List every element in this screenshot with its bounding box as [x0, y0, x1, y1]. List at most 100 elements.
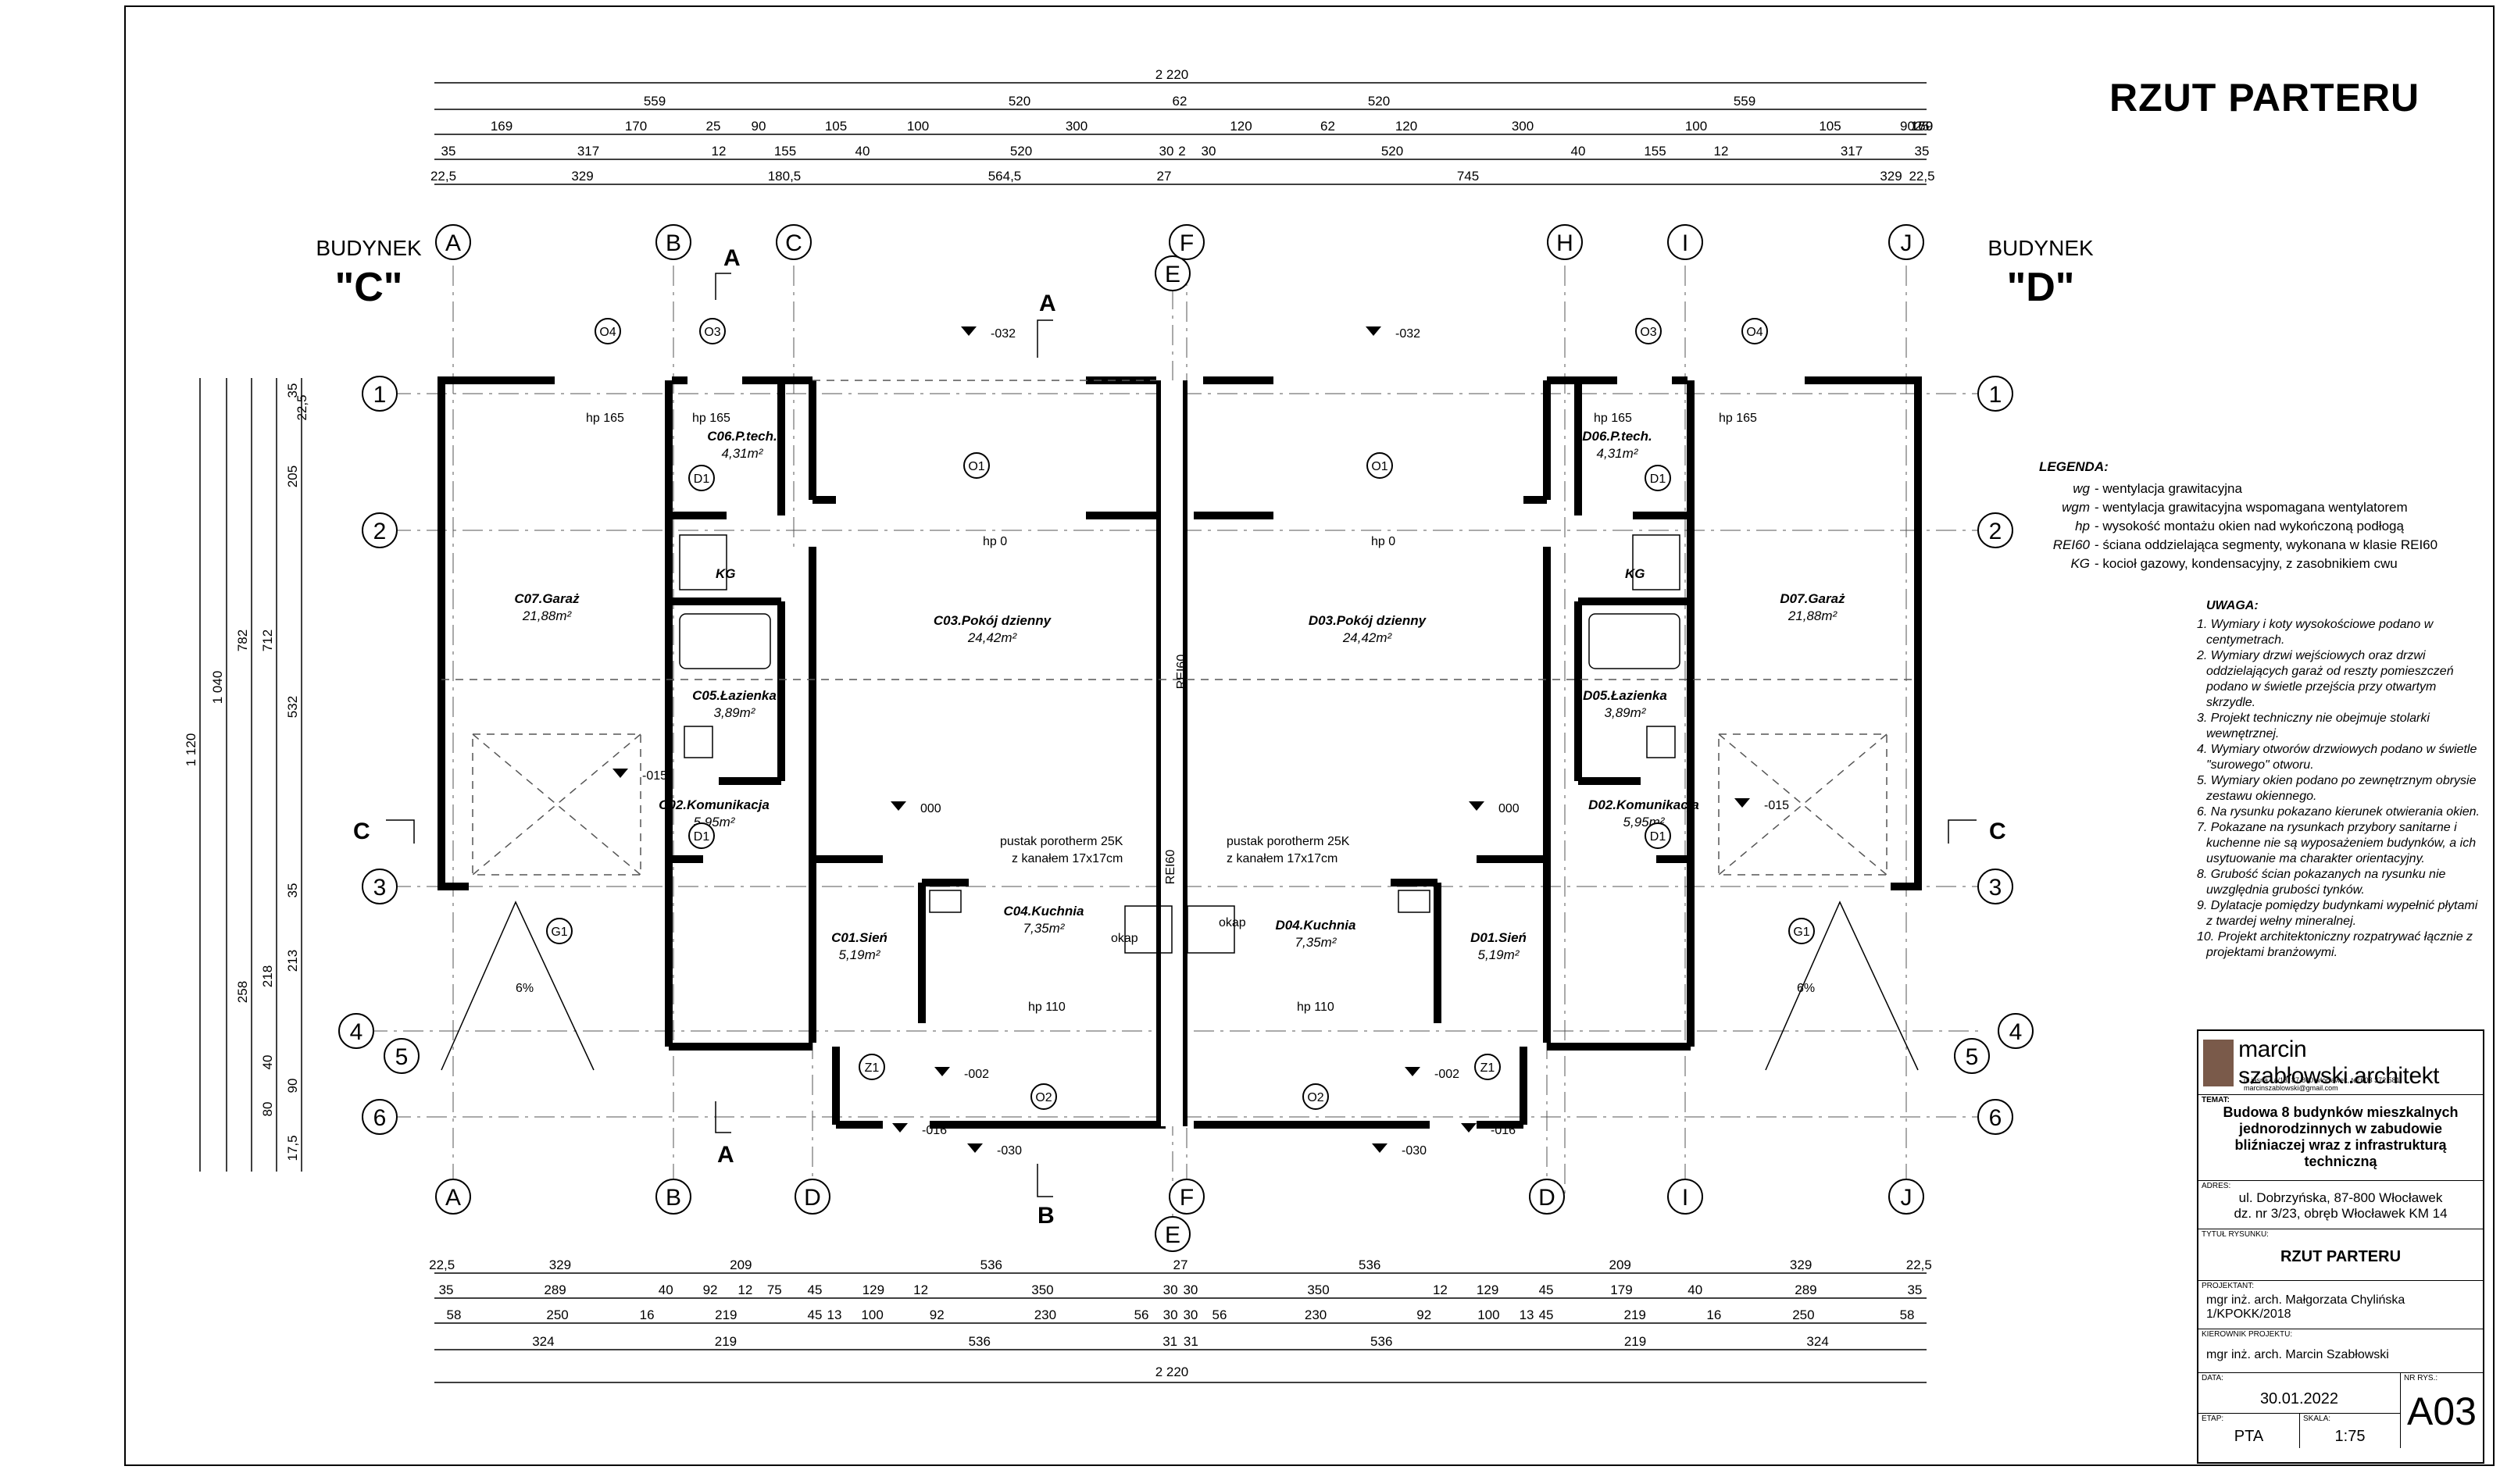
okap-label-c: okap	[1111, 932, 1138, 945]
dashed-outlines	[441, 380, 1919, 1071]
legend: LEGENDA: wg- wentylacja grawitacyjna wgm…	[2000, 459, 2484, 573]
dim-bottom-row2-value: 350	[1307, 1282, 1329, 1297]
dim-left-35: 35	[285, 383, 300, 398]
kierownik-cell: KIEROWNIK PROJEKTU: mgr inż. arch. Marci…	[2198, 1329, 2483, 1373]
tag-o3: O3	[1640, 326, 1656, 339]
hp-0-label-d: hp 0	[1371, 535, 1395, 548]
rysunek-value: RZUT PARTERU	[2280, 1248, 2402, 1265]
dim-bottom-row4-value: 536	[969, 1334, 991, 1349]
axis-bubble	[655, 1179, 691, 1215]
dim-bottom-row2-value: 35	[1907, 1282, 1922, 1297]
dim-top-row4-value: 180,5	[768, 169, 802, 184]
section-c-left: C	[353, 819, 370, 844]
axis-bubble	[1888, 224, 1924, 260]
dim-bottom-row4-value: 219	[1624, 1334, 1646, 1349]
walls-building-d	[1194, 376, 1922, 1129]
level-triangle	[1405, 1067, 1420, 1076]
slope-label-d: 6%	[1797, 982, 1815, 995]
axis-bubble	[435, 224, 471, 260]
axis-label-row: 2	[373, 519, 387, 544]
level-triangle	[612, 769, 628, 778]
axis-bubble	[362, 1099, 398, 1135]
tag-d1: D1	[1650, 473, 1666, 486]
dim-bottom-row1-value: 22,5	[1906, 1257, 1932, 1272]
dim-left-712: 712	[260, 630, 275, 651]
level-triangle	[1366, 326, 1381, 336]
rooms-building-c: C07.Garaż21,88m²C06.P.tech.4,31m²C03.Pok…	[514, 429, 1084, 962]
tag-o4: O4	[599, 326, 616, 339]
legend-key: REI60	[2052, 537, 2090, 552]
dim-left-90: 90	[285, 1079, 300, 1093]
dim-top-row1-value: 559	[644, 94, 666, 109]
dim-bottom-row3-value: 13	[1520, 1307, 1534, 1322]
hp-110-label-c: hp 110	[1028, 1001, 1066, 1014]
dim-top-row2-value: 105	[825, 119, 847, 134]
note-item: 2. Wymiary drzwi wejściowych oraz drzwi …	[2197, 649, 2454, 709]
dim-left-80: 80	[260, 1102, 275, 1117]
hp-165-label-d1: hp 165	[1594, 412, 1632, 425]
axis-label-row: 1	[373, 382, 387, 408]
tag-bubble	[1366, 452, 1393, 479]
dim-top-row3-value: 12	[1714, 144, 1729, 159]
dim-bottom-row1-value: 27	[1173, 1257, 1188, 1272]
room-name: D05.Łazienka	[1583, 688, 1667, 703]
tag-bubble	[1645, 822, 1671, 849]
room-area: 21,88m²	[1788, 608, 1838, 623]
dim-bottom-row4-value: 31	[1184, 1334, 1198, 1349]
dim-bottom-row2-value: 45	[808, 1282, 823, 1297]
data-label: DATA:	[2202, 1374, 2223, 1382]
section-a-top-1: A	[723, 245, 741, 271]
level-value: -016	[922, 1124, 947, 1137]
tag-bubble	[595, 318, 621, 344]
axis-label-top: J	[1901, 230, 1912, 256]
hp-110-label-d: hp 110	[1297, 1001, 1334, 1014]
axis-label-bottom: E	[1165, 1222, 1180, 1248]
dim-bottom-row3-value: 250	[1792, 1307, 1814, 1322]
dim-bottom-row1-value: 329	[549, 1257, 571, 1272]
rysunek-label: TYTUŁ RYSUNKU:	[2202, 1230, 2269, 1239]
dim-top-row3-value: 2	[1178, 144, 1185, 159]
dim-bottom-row3-value: 13	[827, 1307, 841, 1322]
dim-bottom-row2-value: 30	[1183, 1282, 1198, 1297]
tag-bubble	[859, 1054, 885, 1080]
section-markers: A A A B C C	[353, 245, 2006, 1229]
dim-top-row3-value: 12	[712, 144, 727, 159]
dim-bottom-row1-value: 329	[1790, 1257, 1812, 1272]
dim-bottom-row1-value: 536	[980, 1257, 1002, 1272]
skala-cell: SKALA: 1:75	[2300, 1414, 2400, 1448]
legend-row: hp- wysokość montażu okien nad wykończon…	[2000, 517, 2484, 536]
dim-top-row3-value: 155	[1644, 144, 1666, 159]
dim-bottom-row1-value: 22,5	[429, 1257, 455, 1272]
dim-top-row1-value: 520	[1368, 94, 1390, 109]
dim-top-row3-value: 317	[1841, 144, 1862, 159]
room-area: 4,31m²	[722, 446, 764, 461]
dim-left-213: 213	[285, 950, 300, 972]
dim-top-row2-value: 90	[1900, 119, 1915, 134]
projektant-name: mgr inż. arch. Małgorzata Chylińska	[2206, 1293, 2405, 1307]
axis-label-bottom: J	[1901, 1185, 1912, 1211]
legend-desc: - wentylacja grawitacyjna wspomagana wen…	[2095, 500, 2408, 515]
sheet-frame	[124, 5, 2495, 1466]
dim-left-782: 782	[235, 630, 250, 651]
projektant-label: PROJEKTANT:	[2202, 1282, 2255, 1290]
note-item: 9. Dylatacje pomiędzy budynkami wypełnić…	[2197, 899, 2478, 928]
tag-d1: D1	[1650, 830, 1666, 844]
tag-o3: O3	[704, 326, 720, 339]
axis-label-top: F	[1180, 230, 1194, 256]
room-area: 7,35m²	[1295, 935, 1338, 950]
dim-top-row4-value: 564,5	[988, 169, 1022, 184]
dim-bottom-row2-value: 289	[544, 1282, 566, 1297]
level-triangle	[1372, 1143, 1388, 1153]
data-value: 30.01.2022	[2259, 1390, 2339, 1407]
axis-label-row: 4	[350, 1019, 363, 1045]
axis-bubble	[1667, 1179, 1703, 1215]
tag-bubble	[1474, 1054, 1501, 1080]
pustak-label-c1: pustak porotherm 25K	[1000, 835, 1123, 848]
level-value: -002	[964, 1068, 989, 1081]
level-triangle	[1734, 798, 1750, 808]
dim-bottom-row1-value: 536	[1359, 1257, 1380, 1272]
temat-cell: TEMAT: Budowa 8 budynków mieszkalnych je…	[2198, 1095, 2483, 1181]
axis-label-row: 4	[2009, 1019, 2023, 1045]
